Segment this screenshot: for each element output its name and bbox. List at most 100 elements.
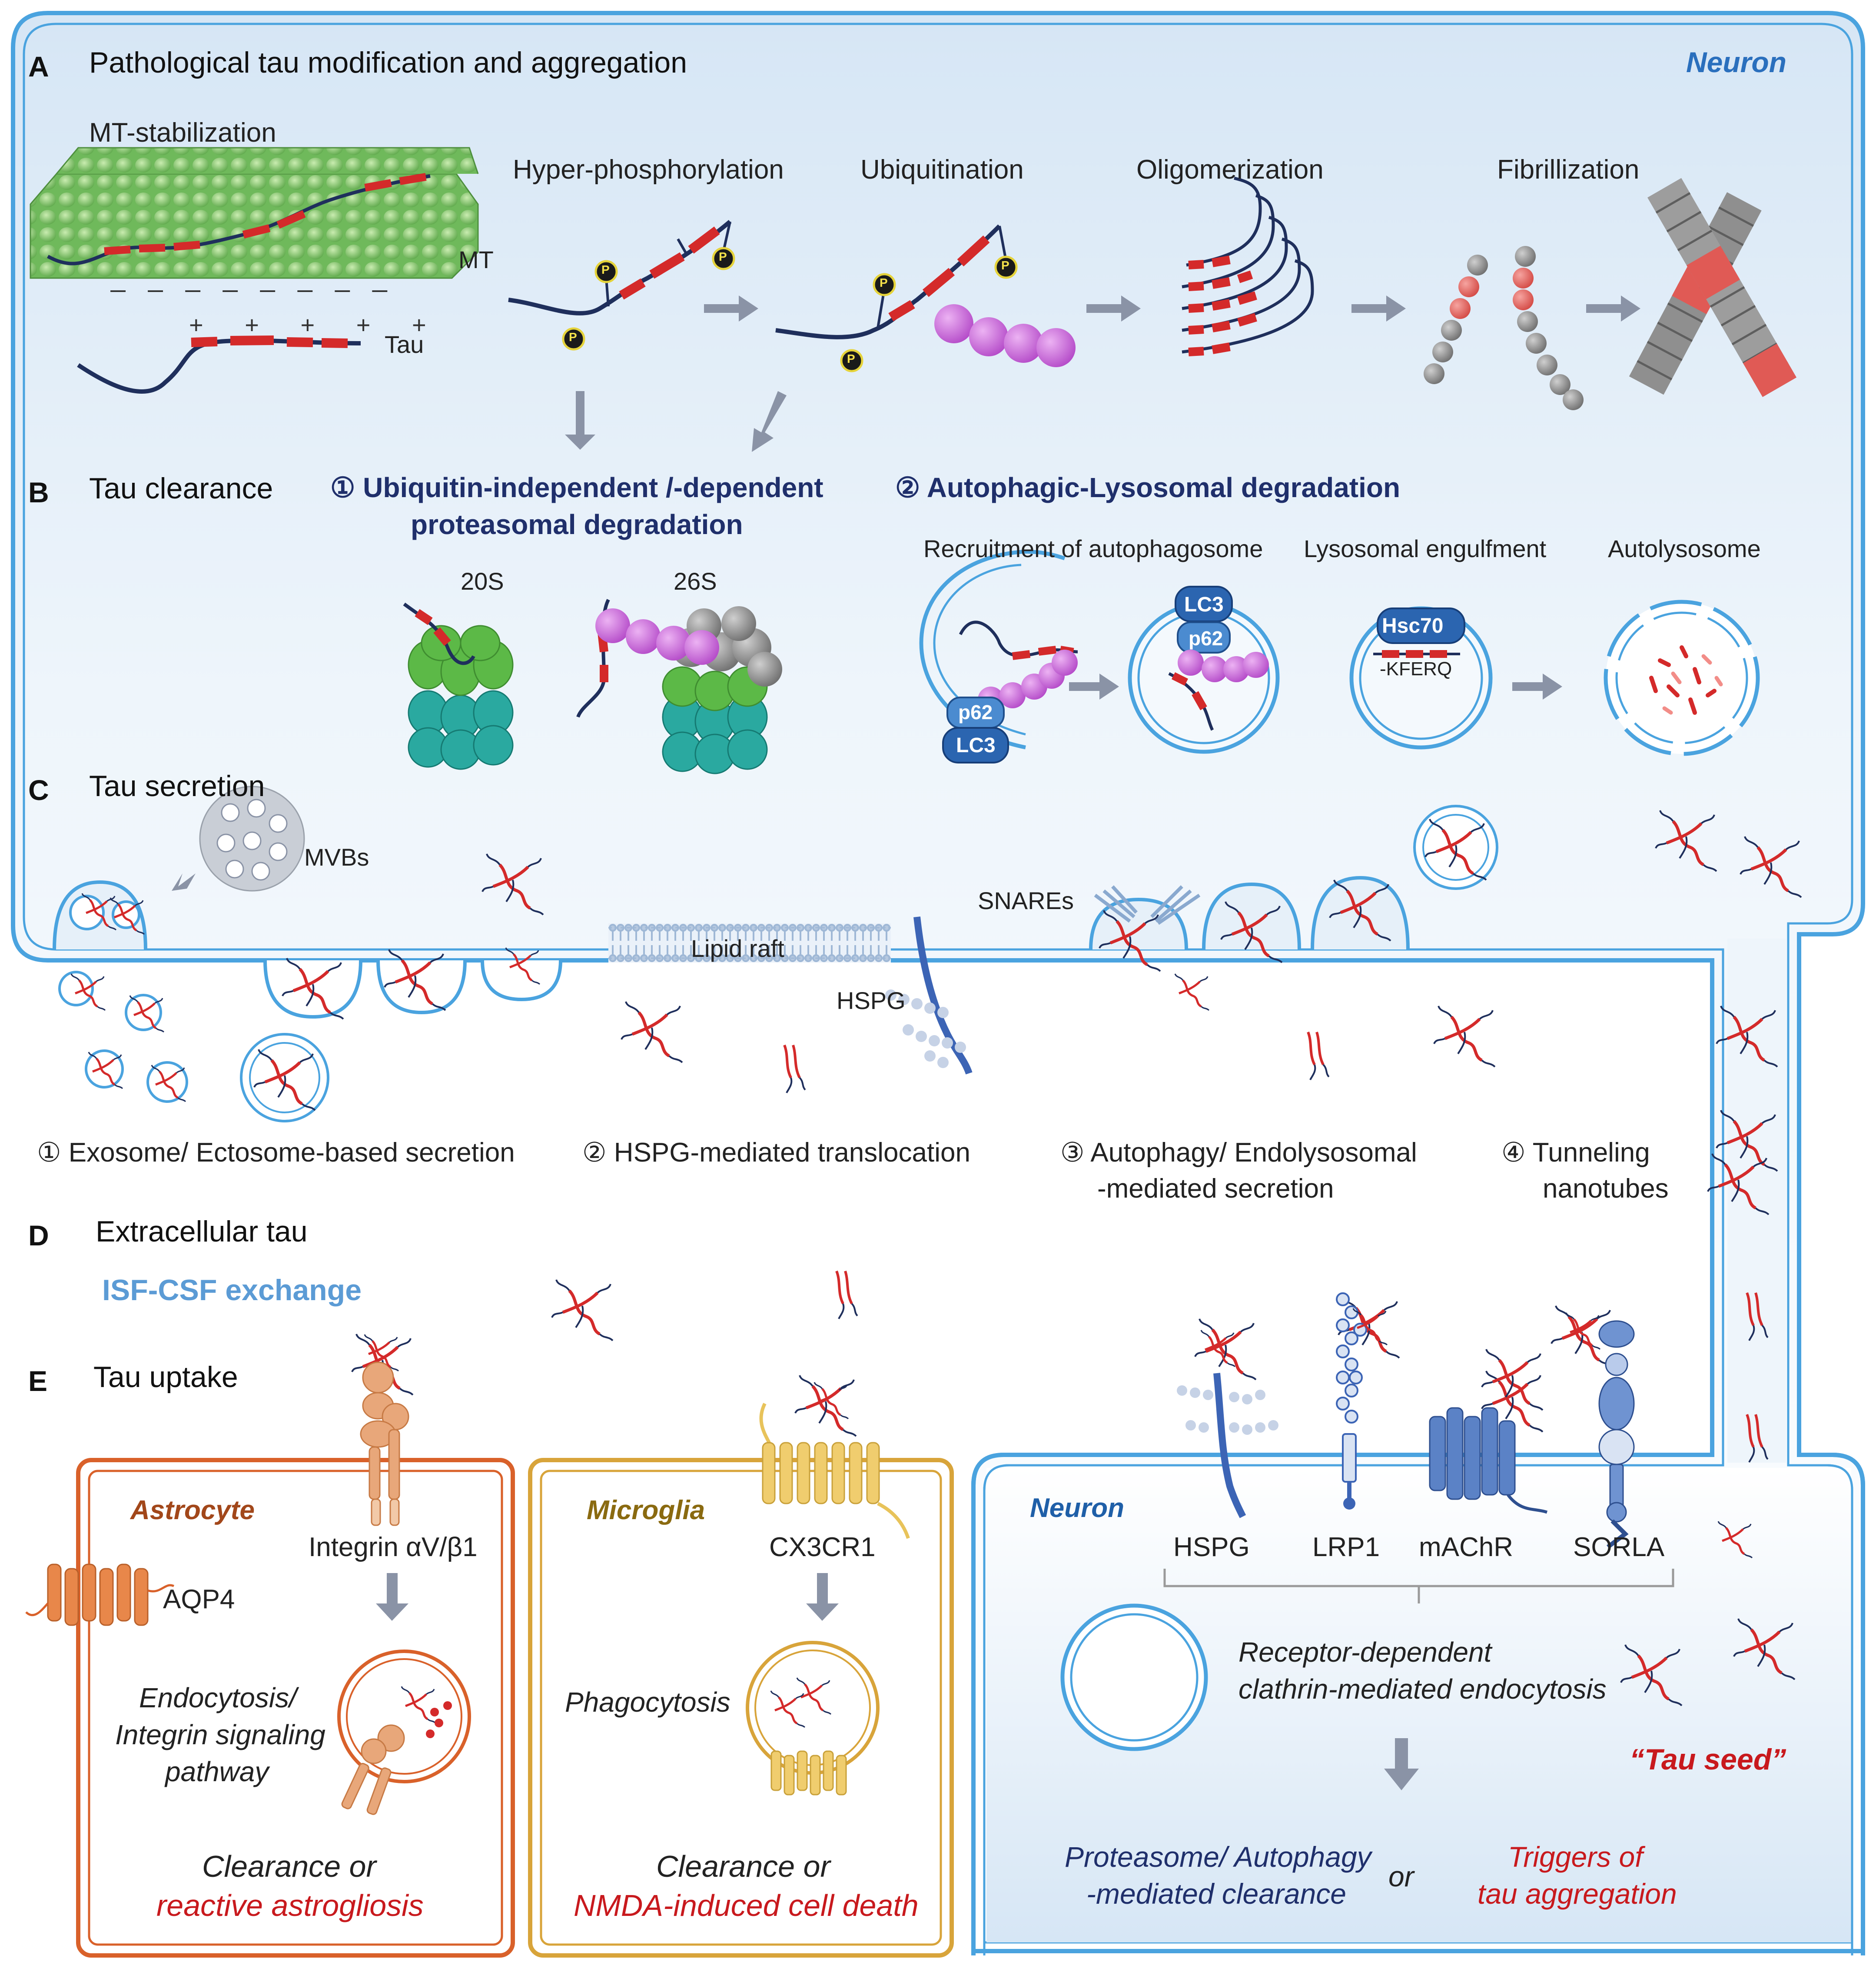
panel-e-arrows: [376, 1573, 1419, 1790]
neuron-membrane-outer: [11, 11, 1865, 1953]
panel-b-arrows: [1069, 674, 1562, 700]
astrocyte-process-line1: Endocytosis/: [139, 1682, 297, 1713]
recruitment-label: Recruitment of autophagosome: [923, 535, 1263, 562]
mvbs-label: MVBs: [304, 843, 369, 871]
phagophore: [919, 550, 1078, 763]
panel-b-letter: B: [28, 476, 49, 508]
snare-complex: [1094, 885, 1201, 925]
secretion-route-4-line1: ④ Tunneling: [1501, 1138, 1650, 1168]
mt-label: MT: [458, 246, 494, 273]
aqp4-channel: [47, 1563, 149, 1626]
mt-stabilization-label: MT-stabilization: [89, 118, 276, 148]
panel-c-title: Tau secretion: [89, 770, 265, 803]
lipid-raft-label: Lipid raft: [691, 935, 784, 962]
panel-a-letter: A: [28, 50, 49, 83]
proteasomal-route-line2: proteasomal degradation: [411, 509, 743, 540]
or-label: or: [1388, 1860, 1414, 1892]
hsc70-badge: Hsc70: [1382, 614, 1444, 637]
neuron-label-top: Neuron: [1686, 46, 1786, 78]
microglia-outcome-line1: Clearance or: [656, 1849, 830, 1883]
panel-b-title: Tau clearance: [89, 472, 273, 505]
step-fibrillization: Fibrillization: [1497, 155, 1640, 185]
panel-e-letter: E: [28, 1365, 48, 1397]
neuron-outcome1-line2: -mediated clearance: [1086, 1878, 1346, 1910]
ubiquitinated-tau: [775, 224, 1076, 372]
phagocytosis-label: Phagocytosis: [565, 1686, 730, 1718]
phospho-p-label: P: [569, 330, 577, 344]
autolysosome-vesicle: [1604, 600, 1760, 756]
tau-protein: [77, 335, 361, 394]
tau-label: Tau: [385, 331, 424, 358]
neuron-outcome1-line1: Proteasome/ Autophagy: [1065, 1841, 1371, 1873]
astrocyte-label: Astrocyte: [130, 1495, 255, 1525]
secretion-route-4-line2: nanotubes: [1543, 1174, 1669, 1204]
phospho-p-label: P: [1001, 259, 1009, 272]
proteasome-26s-label: 26S: [674, 568, 717, 595]
receptor-lrp1: LRP1: [1312, 1532, 1380, 1562]
neuron-endosome: [1060, 1603, 1208, 1751]
phospho-p-label: P: [880, 276, 888, 289]
microglia-outcome-line2: NMDA-induced cell death: [574, 1889, 919, 1922]
cx3cr1-receptor: [759, 1403, 910, 1539]
astrocyte-process-line2: Integrin signaling: [115, 1719, 325, 1750]
microglia-label: Microglia: [587, 1495, 705, 1525]
autophagic-route-title: ② Autophagic-Lysosomal degradation: [895, 472, 1401, 503]
lc3-badge: LC3: [956, 734, 996, 757]
lc3-badge-autophagosome: LC3: [1184, 593, 1224, 616]
receptor-hspg: HSPG: [1173, 1532, 1250, 1562]
lipid-raft: [608, 923, 891, 963]
lysosomal-engulfment-label: Lysosomal engulfment: [1304, 535, 1547, 562]
tau-oligomer: [1182, 176, 1314, 356]
autolysosome-label: Autolysosome: [1608, 535, 1761, 562]
microglia-phagosome: [746, 1641, 880, 1796]
aqp4-label: AQP4: [163, 1584, 235, 1614]
receptor-sorla: SORLA: [1573, 1532, 1665, 1562]
proteasome-26s: [576, 599, 782, 774]
hspg-membrane-label: HSPG: [837, 987, 906, 1014]
microglia-cell: [528, 1458, 954, 1958]
panel-d-title: Extracellular tau: [96, 1215, 308, 1248]
astrocyte-process-line3: pathway: [165, 1756, 269, 1787]
panel-d-letter: D: [28, 1219, 49, 1251]
cx3cr1-label: CX3CR1: [769, 1532, 876, 1562]
step-hyperphosphorylation: Hyper-phosphorylation: [513, 155, 784, 185]
lysosome: [1349, 606, 1493, 750]
proteasome-20s: [403, 602, 514, 770]
secretion-route-3-line1: ③ Autophagy/ Endolysosomal: [1060, 1138, 1417, 1168]
tau-fibril-beads: [1424, 246, 1584, 410]
machr-receptor: [1429, 1407, 1548, 1514]
phospho-p-label: P: [601, 263, 610, 276]
proteasomal-route-line1: ① Ubiquitin-independent /-dependent: [330, 472, 823, 503]
neuron-membrane-lower: [971, 960, 1714, 1955]
astrocyte-endosome: [337, 1650, 471, 1815]
kferq-motif: -KFERQ: [1380, 658, 1452, 680]
receptor-bracket: [1163, 1569, 1674, 1603]
neuron-label-bottom: Neuron: [1030, 1493, 1124, 1523]
panel-e-title: Tau uptake: [93, 1361, 238, 1394]
hyperphosphorylated-tau: [508, 220, 735, 351]
tau-positive-charges: + + + + +: [189, 311, 444, 339]
phospho-p-label: P: [719, 250, 727, 263]
p62-badge: p62: [958, 701, 993, 724]
astrocyte-outcome-line1: Clearance or: [202, 1849, 376, 1883]
neuron-outcome2-line2: tau aggregation: [1478, 1878, 1677, 1910]
panel-c-letter: C: [28, 774, 49, 806]
lrp1-receptor: [1336, 1292, 1367, 1510]
hspg-membrane: [885, 916, 973, 1075]
neuron-outcome2-line1: Triggers of: [1508, 1841, 1643, 1873]
secretion-route-2: ② HSPG-mediated translocation: [582, 1138, 970, 1168]
astrocyte-outcome-line2: reactive astrogliosis: [156, 1889, 424, 1922]
mvb: [172, 786, 305, 892]
secretion-route-3-line2: -mediated secretion: [1097, 1174, 1334, 1204]
step-ubiquitination: Ubiquitination: [860, 155, 1024, 185]
integrin-label: Integrin αV/β1: [309, 1532, 478, 1562]
neuron-process-line1: Receptor-dependent: [1238, 1636, 1492, 1668]
receptor-machr: mAChR: [1419, 1532, 1514, 1562]
step-oligomerization: Oligomerization: [1136, 155, 1324, 185]
snares-label: SNAREs: [978, 887, 1074, 914]
neuron-process-line2: clathrin-mediated endocytosis: [1238, 1673, 1607, 1705]
microtubule: [30, 147, 479, 279]
phospho-p-label: P: [847, 352, 855, 365]
